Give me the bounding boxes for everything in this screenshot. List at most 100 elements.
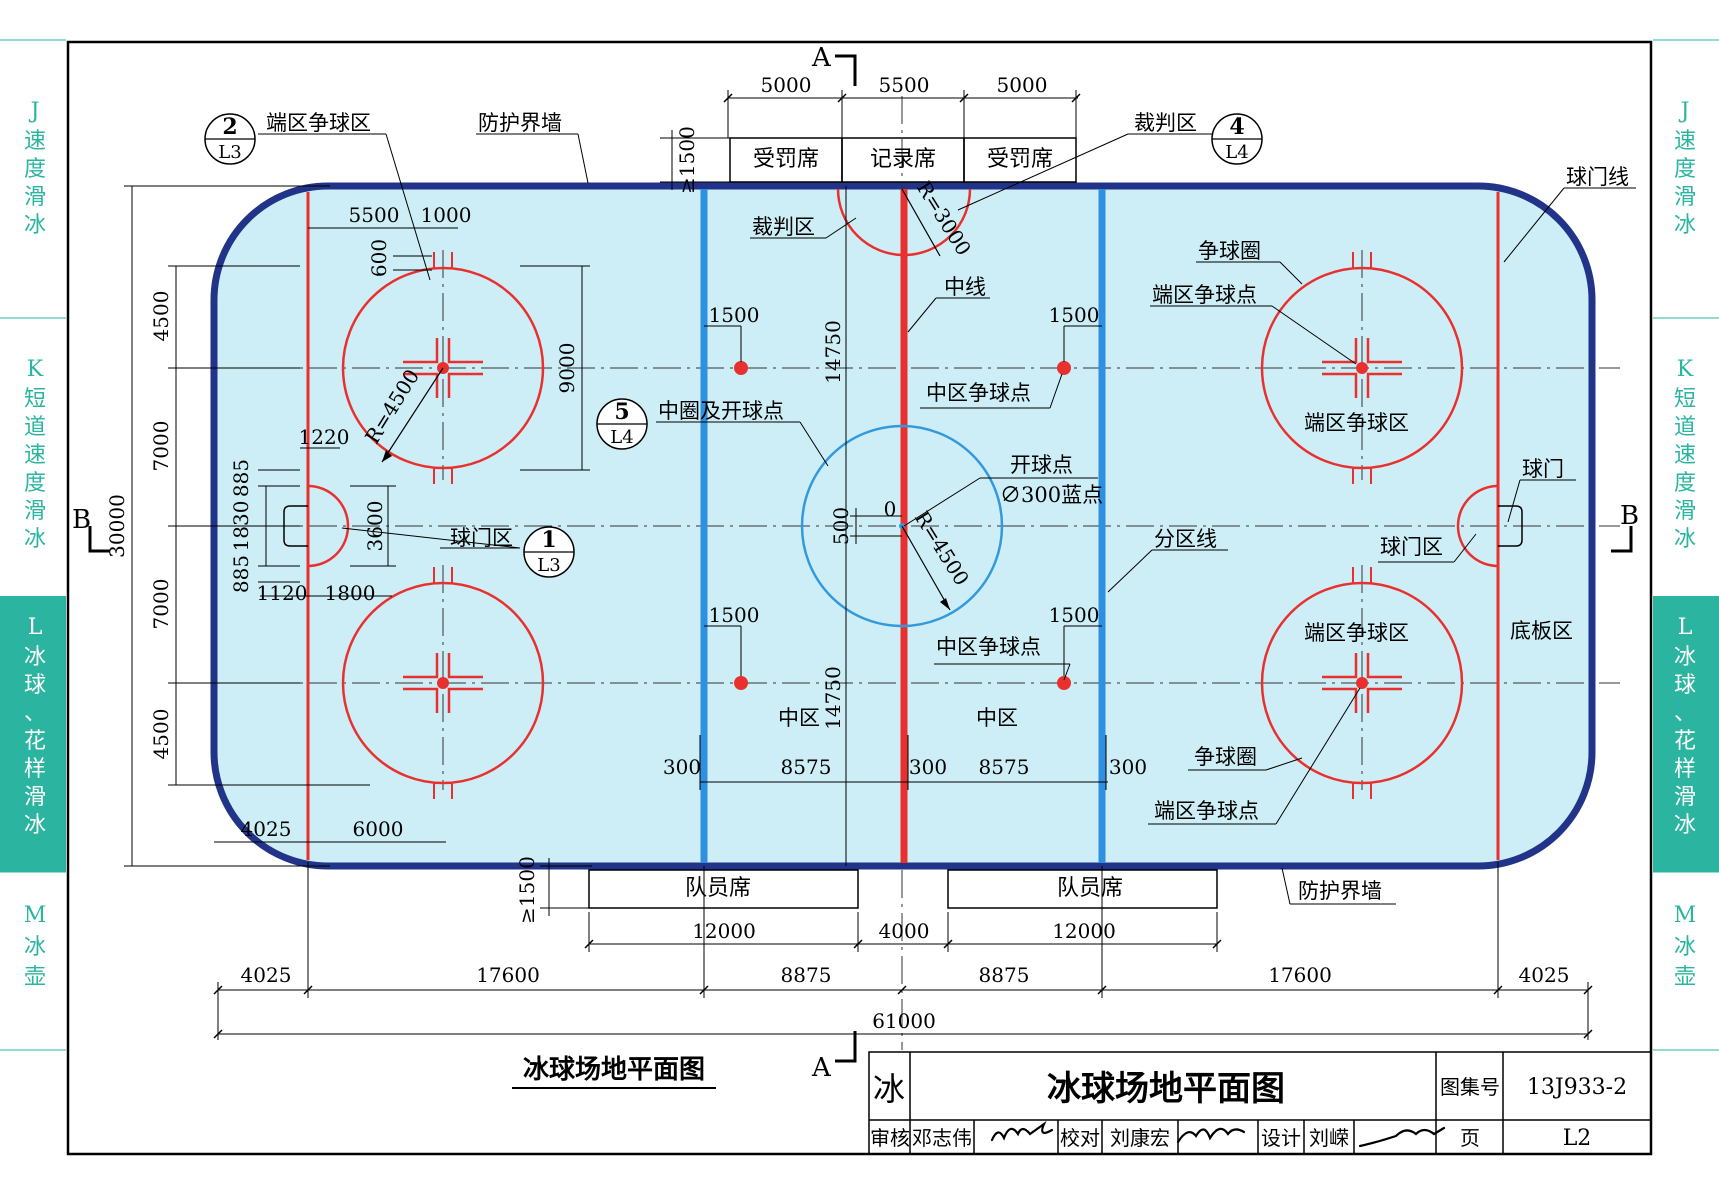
svg-text:度: 度 [24,471,46,496]
title-block-designer: 刘嵘 [1309,1126,1349,1150]
svg-text:滑: 滑 [1674,499,1696,524]
dim-1500-a: 1500 [709,303,760,327]
tab-l-letter[interactable]: L [28,615,43,640]
faceoff-l-mark [403,338,439,364]
svg-text:道: 道 [1674,415,1696,440]
svg-text:冰: 冰 [24,213,46,238]
neutral-zone-spot [734,361,748,375]
faceoff-l-mark [447,653,483,679]
section-mark-a-bottom: A [811,1053,832,1083]
neutral-zone-spot [1057,361,1071,375]
svg-text:滑: 滑 [1674,185,1696,210]
label-goal-crease-right: 球门区 [1380,535,1443,559]
detail-ref-4[interactable]: 4 L4 [1211,113,1263,165]
faceoff-l-mark [447,338,483,364]
detail-ref-5[interactable]: 5 L4 [596,398,648,450]
svg-text:L3: L3 [537,555,560,576]
label-faceoff-circle-bottom: 争球圈 [1194,745,1257,769]
tab-j-letter[interactable]: J [29,99,40,124]
label-referee-zone-top: 裁判区 [1134,111,1197,135]
svg-text:样: 样 [24,757,46,782]
penalty-box-right-label: 受罚席 [987,147,1053,172]
faceoff-l-mark [1322,687,1358,713]
dim-1120: 1120 [257,581,308,605]
penalty-box-left-label: 受罚席 [753,147,819,172]
dim-ge1500-bottom: ≥1500 [515,856,539,924]
tab-m-letter-right[interactable]: M [1674,903,1697,928]
tab-m-text[interactable]: 冰壶 [24,935,46,990]
dim-6000: 6000 [353,817,404,841]
svg-text:冰: 冰 [24,935,46,960]
label-end-faceoff-zone-top: 端区争球区 [266,111,371,135]
svg-text:短: 短 [24,387,46,412]
faceoff-l-mark [447,372,483,398]
svg-text:滑: 滑 [24,499,46,524]
section-mark-b-left: B [72,505,91,535]
faceoff-l-mark [403,687,439,713]
reviewer-signature [990,1120,1054,1142]
svg-text:L3: L3 [218,142,241,163]
dim-1000: 1000 [421,203,472,227]
detail-ref-1[interactable]: 1 L3 [523,526,575,578]
drawing-frame [66,40,1653,1156]
section-mark-a-top: A [811,43,832,73]
svg-text:滑: 滑 [24,785,46,810]
label-end-faceoff-zone-right: 端区争球区 [1304,411,1409,435]
faceoff-l-mark [1322,653,1358,679]
tab-j-letter-right[interactable]: J [1679,99,1690,124]
dimension-ticks [213,93,1593,1039]
label-center-line: 中线 [944,275,986,299]
label-neutral-zone-right: 中区 [976,706,1018,730]
title-block-page-no: L2 [1563,1126,1592,1151]
radius-arrowheads [382,450,950,610]
title-block-atlas-label: 图集号 [1440,1075,1500,1099]
dimension-lines [124,90,1589,1040]
tab-l-letter-right[interactable]: L [1678,615,1693,640]
dim-1500-b: 1500 [1049,303,1100,327]
tab-m-text-right[interactable]: 冰壶 [1674,935,1696,990]
section-mark-b-right: B [1620,501,1639,531]
title-block-category: 冰 [873,1070,905,1108]
faceoff-l-mark [447,687,483,713]
faceoff-spots [437,361,1368,690]
dim-4500-bottom: 4500 [149,709,173,760]
tab-k-letter[interactable]: K [27,357,44,382]
dim-885-top: 885 [229,459,253,497]
dim-4025-left: 4025 [241,963,292,987]
dim-300-a: 300 [663,755,701,779]
label-center-spot: 开球点 [1010,453,1073,477]
svg-text:、: 、 [24,701,46,726]
tab-k-letter-right[interactable]: K [1677,357,1694,382]
label-boards-top: 防护界墙 [478,111,562,135]
dim-7000-top: 7000 [149,421,173,472]
label-neutral-zone-left: 中区 [778,706,820,730]
svg-text:壶: 壶 [24,965,46,990]
dim-8875-left: 8875 [781,963,832,987]
svg-text:冰: 冰 [1674,645,1696,670]
title-block-review-label: 审核 [870,1126,910,1150]
faceoff-l-mark [1366,338,1402,364]
dim-61000: 61000 [872,1009,936,1033]
dim-12000-right: 12000 [1052,919,1116,943]
dim-5000-right: 5000 [997,73,1048,97]
tab-m-letter[interactable]: M [24,903,47,928]
svg-text:4: 4 [1229,114,1244,140]
svg-text:5: 5 [614,399,629,425]
detail-ref-2[interactable]: 2 L3 [204,113,256,165]
label-boards-bottom: 防护界墙 [1298,879,1382,903]
svg-text:冰: 冰 [1674,527,1696,552]
svg-text:壶: 壶 [1674,965,1696,990]
faceoff-l-mark [403,372,439,398]
label-center-circle-spot: 中圈及开球点 [658,399,784,423]
checker-signature [1176,1127,1246,1144]
radius-lines [381,188,951,611]
svg-text:度: 度 [24,157,46,182]
end-zone-spot [437,677,449,689]
